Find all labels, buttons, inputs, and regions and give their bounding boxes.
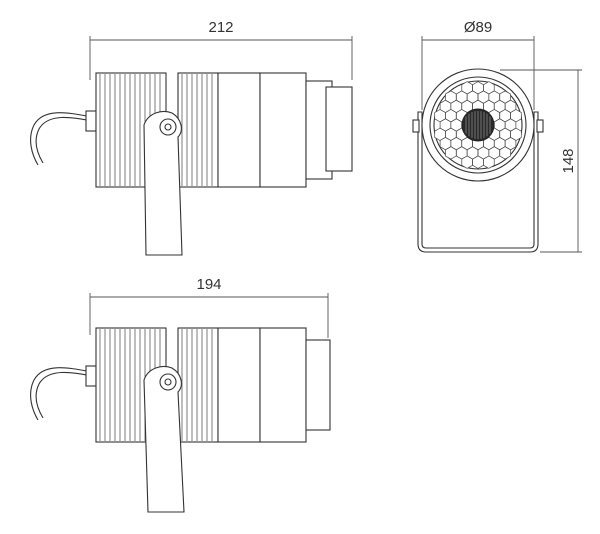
dimension-label-diameter: Ø89 (464, 19, 492, 36)
dimension-height: 148 (500, 69, 582, 253)
dimension-label-148: 148 (560, 148, 577, 173)
mounting-bracket-top (143, 110, 183, 256)
dimension-label-212: 212 (208, 19, 233, 36)
heatsink-fins-top-b (181, 74, 213, 186)
dimension-label-194: 194 (196, 276, 221, 293)
dimension-diameter: Ø89 (421, 19, 535, 110)
mounting-bracket-bottom (143, 365, 185, 513)
front-view (412, 68, 544, 253)
dimension-length-bottom: 194 (89, 276, 329, 338)
dimension-length-top: 212 (89, 19, 353, 80)
honeycomb-lens (434, 81, 522, 169)
side-view-bottom (30, 327, 331, 513)
side-view-top (30, 72, 353, 256)
front-bracket (417, 111, 539, 253)
